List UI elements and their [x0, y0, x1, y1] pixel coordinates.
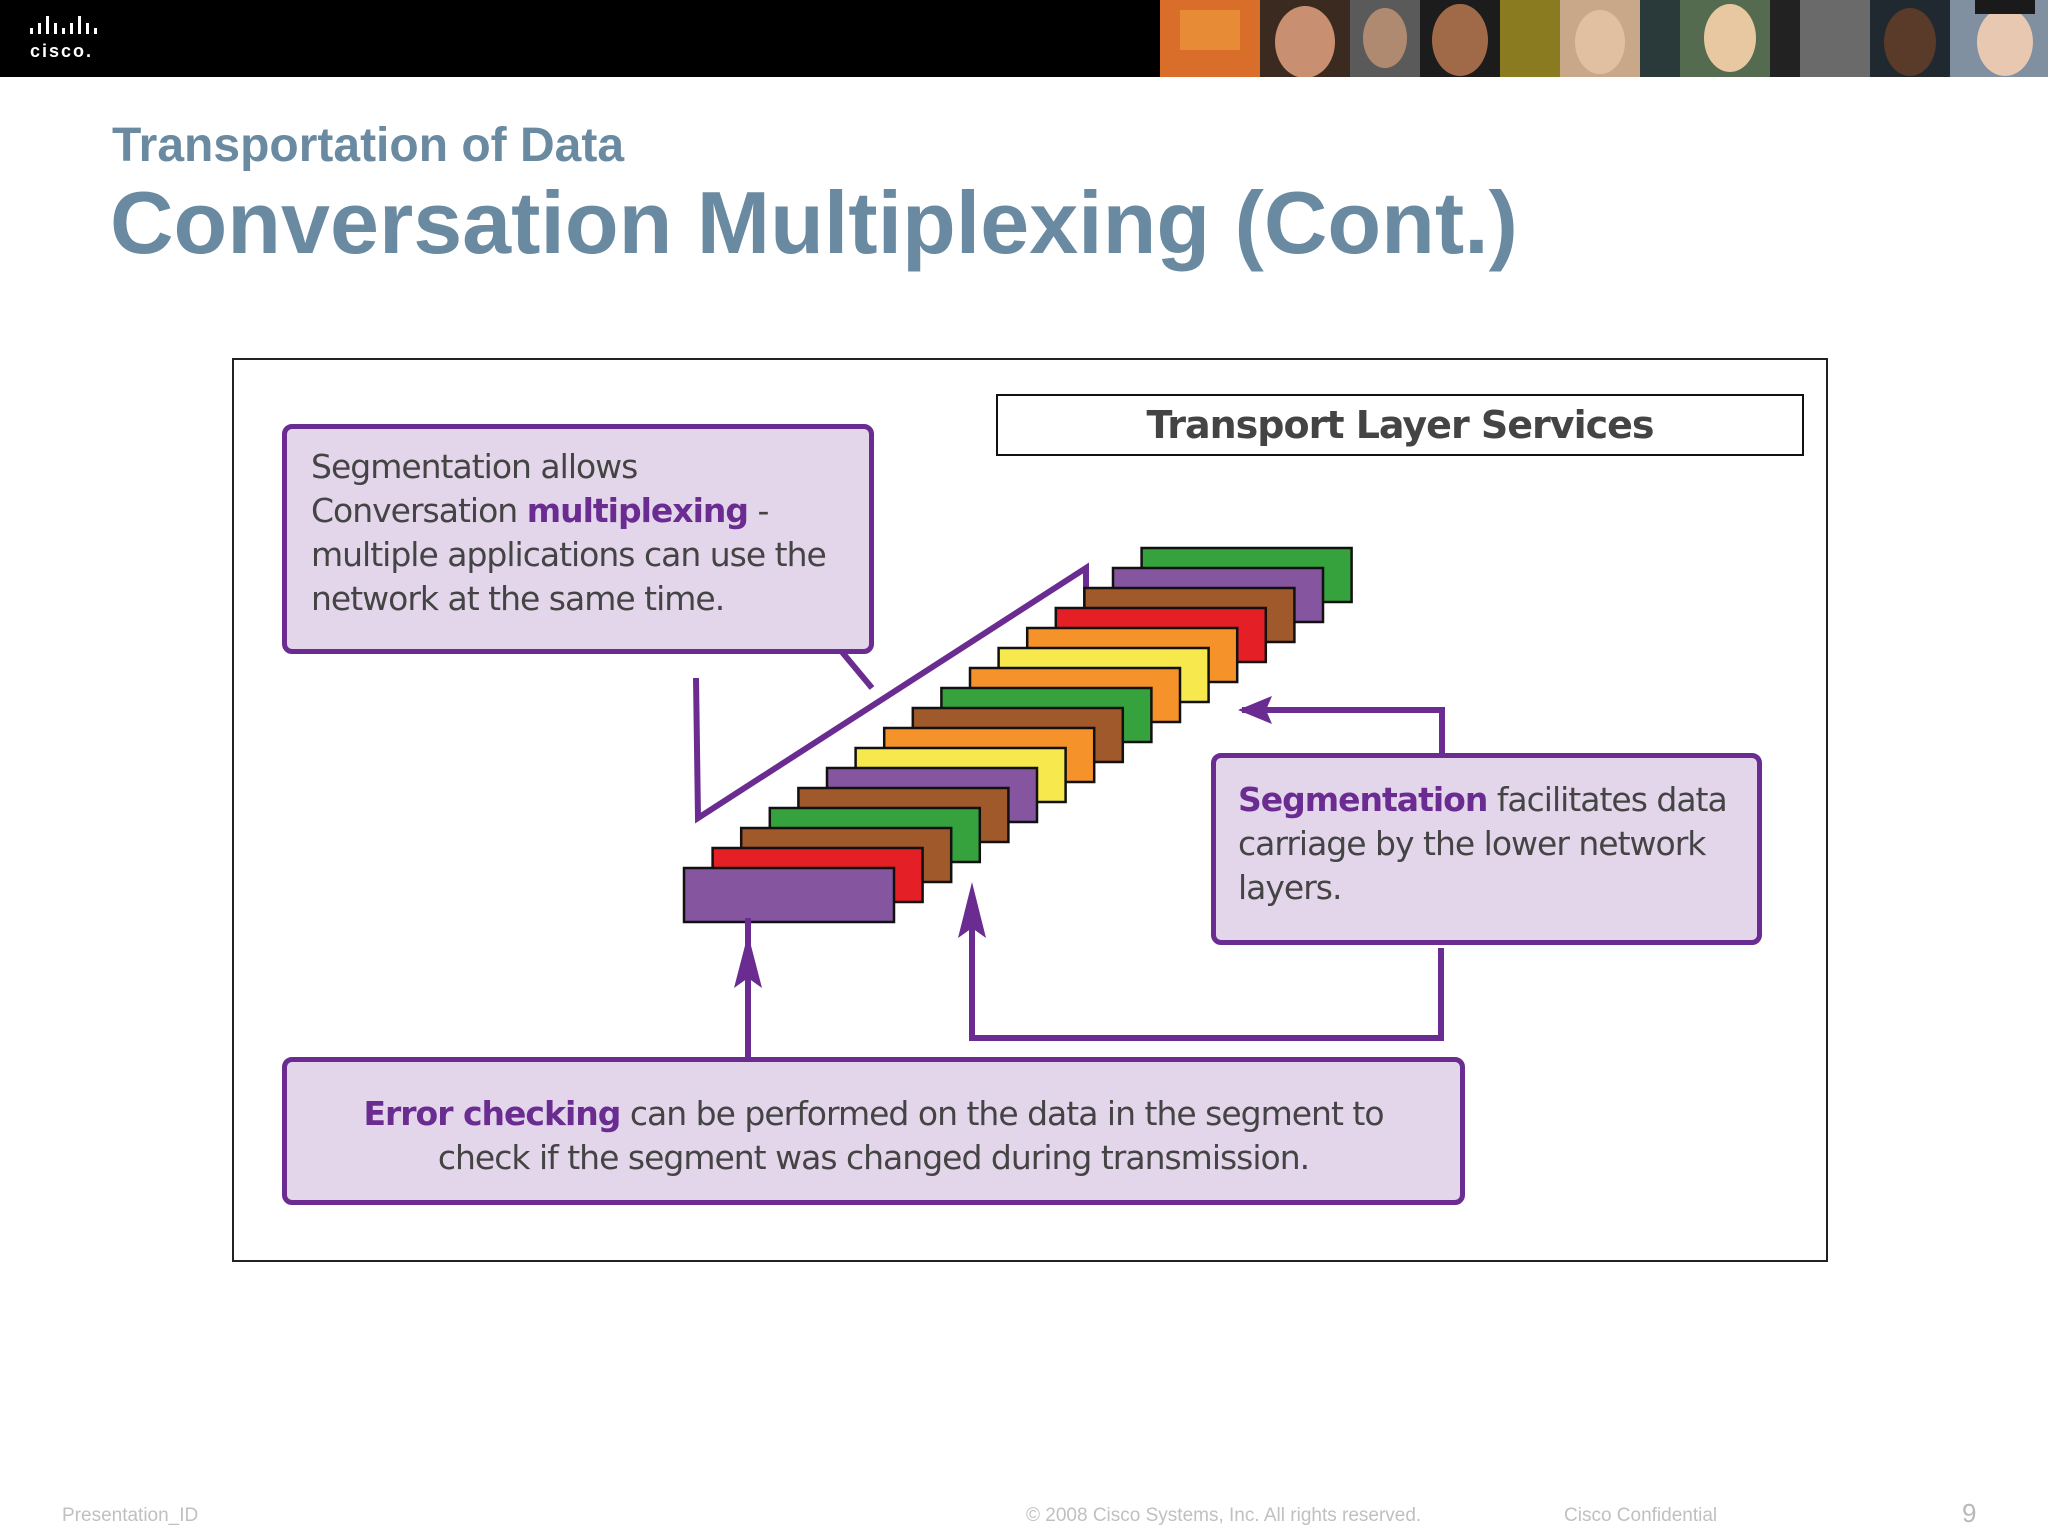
- callout-multiplexing-text-pre: Segmentation allows Conversation: [311, 447, 638, 530]
- slide-subtitle: Transportation of Data: [112, 119, 625, 172]
- data-segment: [682, 866, 896, 924]
- cisco-wordmark: cisco.: [30, 41, 94, 61]
- segmentation-arrowhead-icon: [1238, 696, 1272, 724]
- callout-multiplexing-text-post: - multiple applications can use the netw…: [311, 491, 827, 618]
- footer-copyright: © 2008 Cisco Systems, Inc. All rights re…: [1026, 1505, 1422, 1526]
- people-photo-strip-icon: [1160, 0, 2048, 77]
- header-bar: cisco.: [0, 0, 2048, 77]
- callout-multiplexing: Segmentation allows Conversation multipl…: [282, 424, 874, 654]
- callout-error-checking: Error checking can be performed on the d…: [282, 1057, 1465, 1205]
- footer-confidential: Cisco Confidential: [1564, 1505, 1718, 1526]
- cisco-bridge-icon: [30, 16, 97, 34]
- segmentation-connector-arrow: [1242, 707, 1445, 756]
- callout-multiplexing-highlight: multiplexing: [526, 491, 749, 530]
- error-segments-arrowhead-icon: [958, 882, 986, 938]
- callout-error-text: can be performed on the data in the segm…: [437, 1094, 1385, 1177]
- transport-layer-services-title: Transport Layer Services: [996, 394, 1804, 456]
- footer-presentation-id: Presentation_ID: [62, 1505, 199, 1526]
- error-to-segments-connector: [969, 898, 1444, 1041]
- page-number: 9: [1962, 1498, 1977, 1528]
- segmentation-diagram: [682, 546, 1445, 1058]
- segment-stack: [682, 546, 1353, 924]
- callout-error-highlight: Error checking: [363, 1094, 621, 1133]
- cisco-logo: cisco.: [28, 14, 118, 64]
- callout-segmentation: Segmentation facilitates data carriage b…: [1211, 753, 1762, 945]
- callout-segmentation-text: facilitates data carriage by the lower n…: [1238, 780, 1728, 907]
- error-first-segment-arrowhead-icon: [734, 934, 762, 988]
- callout-segmentation-highlight: Segmentation: [1238, 780, 1488, 819]
- slide-title: Conversation Multiplexing (Cont.): [110, 173, 1518, 272]
